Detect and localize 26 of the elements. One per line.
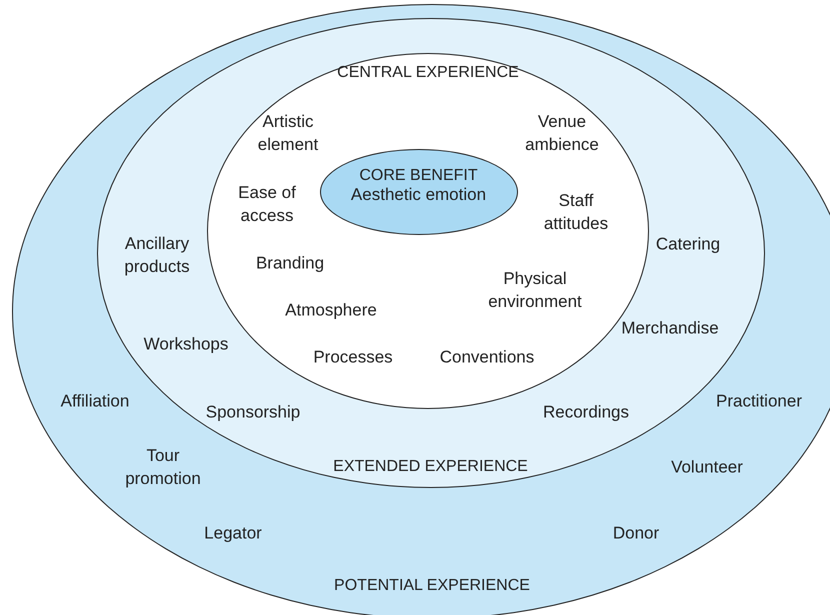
experience-item-label: Sponsorship [206,402,300,424]
experience-item-label: Branding [256,252,324,274]
experience-item-label: Tour promotion [124,445,202,490]
experience-item-label: Recordings [543,402,629,424]
experience-item-label: Atmosphere [285,300,377,322]
experience-item-label: Workshops [144,334,228,356]
ring-heading: POTENTIAL EXPERIENCE [334,577,530,595]
experience-item-label: Practitioner [716,390,802,412]
experience-item-label: Staff attitudes [542,190,610,235]
experience-item-label: Ease of access [237,182,297,227]
experience-item-label: Processes [313,346,393,368]
experience-item-label: Catering [656,234,720,256]
experience-item-label: Volunteer [671,456,743,478]
experience-item-label: Artistic element [256,111,320,156]
experience-item-label: Donor [612,522,660,544]
experience-item-label: Affiliation [60,390,130,412]
benefit-text: Aesthetic emotion [350,184,486,204]
experience-item-label: Merchandise [621,318,719,340]
ring-heading: EXTENDED EXPERIENCE [333,458,528,476]
experience-item-label: Conventions [440,346,534,368]
experience-item-label: Legator [204,522,262,544]
ring-heading: CORE BENEFIT [359,166,478,184]
experience-item-label: Ancillary products [123,233,191,278]
experience-item-label: Venue ambience [524,111,600,156]
ring-heading: CENTRAL EXPERIENCE [337,64,519,82]
experience-item-label: Physical environment [487,268,583,313]
